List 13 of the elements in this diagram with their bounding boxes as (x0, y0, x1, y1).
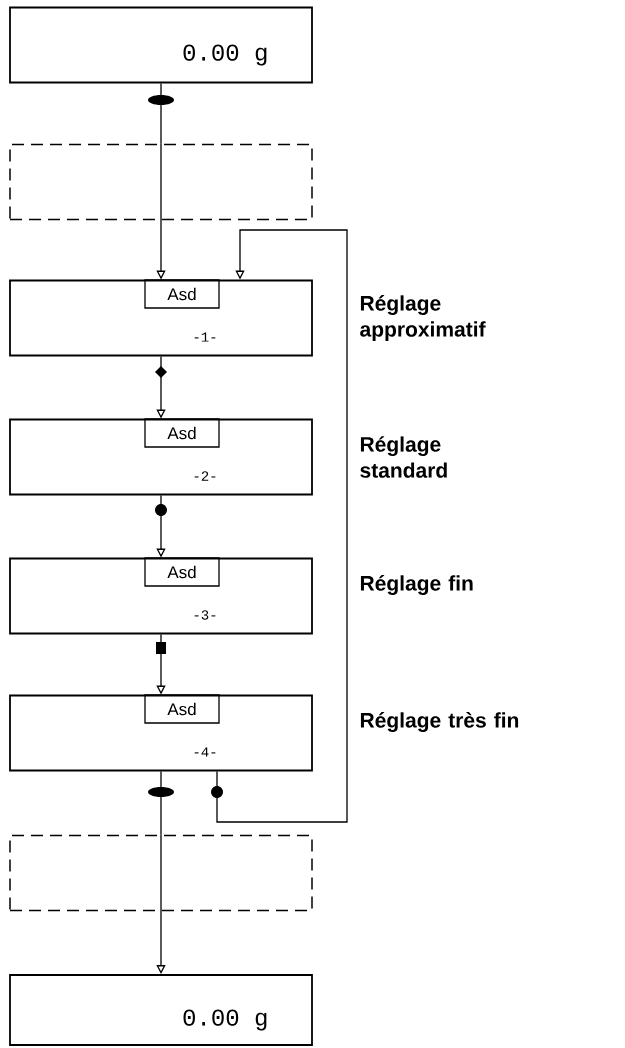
caption-text: Réglage standard (360, 436, 447, 478)
caption-text: Réglage approximatif (360, 295, 486, 341)
display-box: 0.00 g (9, 6, 313, 84)
label-box: Asd (144, 418, 220, 448)
arrow (216, 229, 348, 823)
display-box: 0.00 g (9, 974, 313, 1046)
caption-text: Réglage fin (360, 575, 473, 595)
dashed-box (9, 143, 313, 221)
caption-text: Réglage très fin (360, 712, 519, 732)
dashed-box (9, 834, 313, 912)
label-box: Asd (144, 694, 220, 724)
label-box: Asd (144, 557, 220, 587)
label-box: Asd (144, 279, 220, 309)
